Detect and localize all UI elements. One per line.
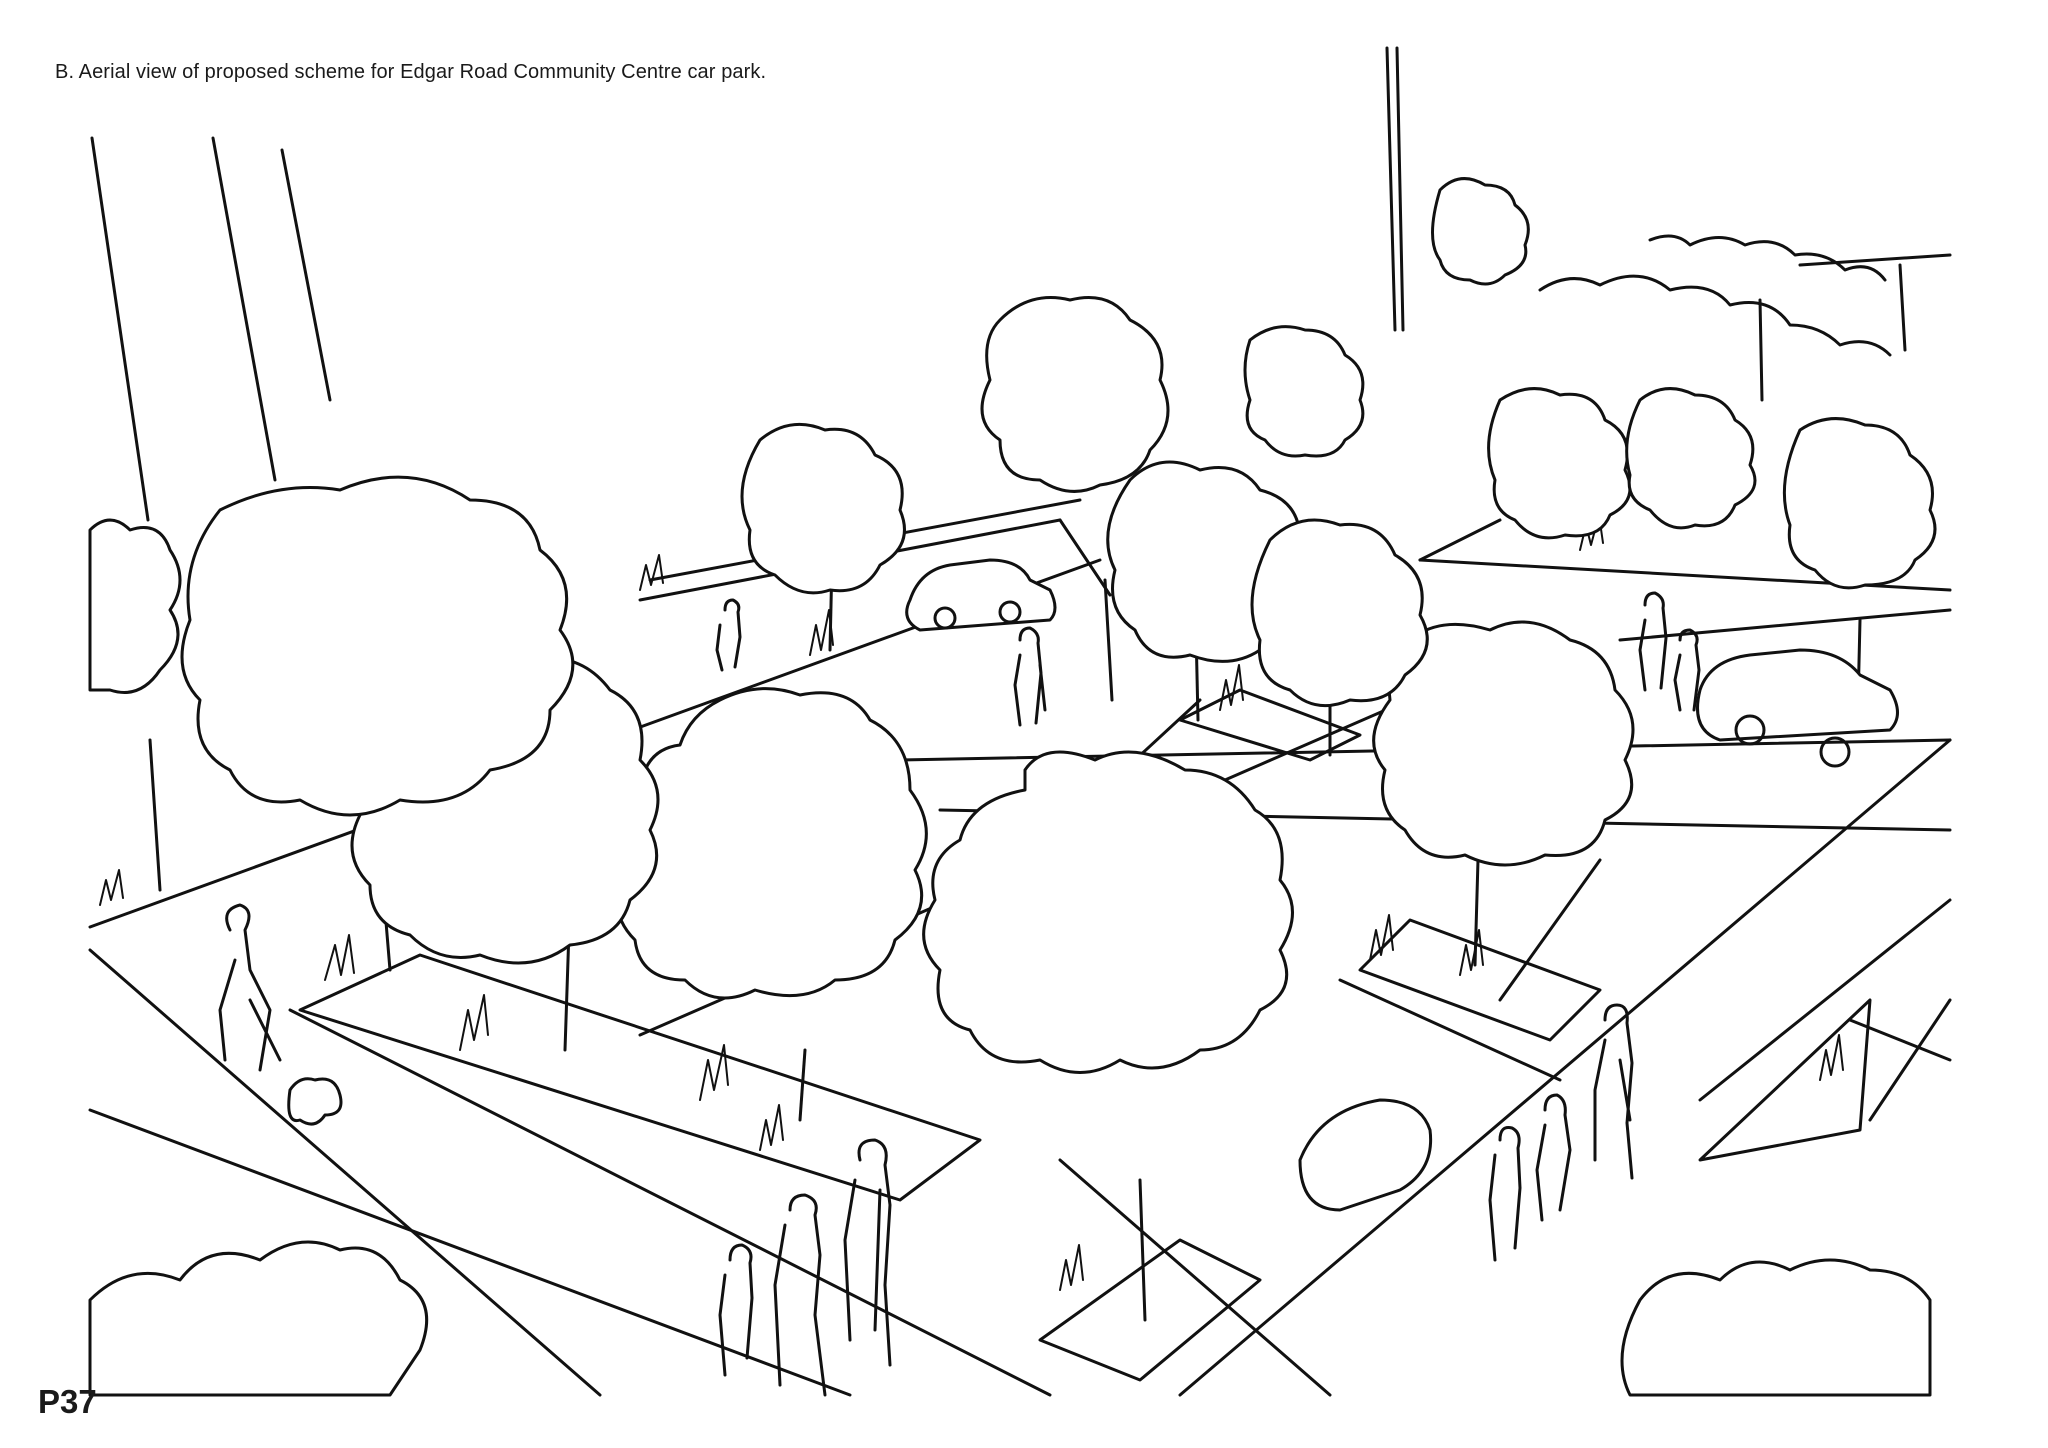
figure-caption: B. Aerial view of proposed scheme for Ed… — [55, 61, 767, 83]
planting-beds — [99, 514, 1872, 1382]
background-poles — [90, 46, 1405, 522]
trees — [88, 177, 1937, 1397]
people — [218, 591, 1701, 1397]
page-number: P37 — [38, 1383, 97, 1420]
cars — [905, 558, 1899, 1212]
bollard-lights — [1758, 253, 1952, 402]
